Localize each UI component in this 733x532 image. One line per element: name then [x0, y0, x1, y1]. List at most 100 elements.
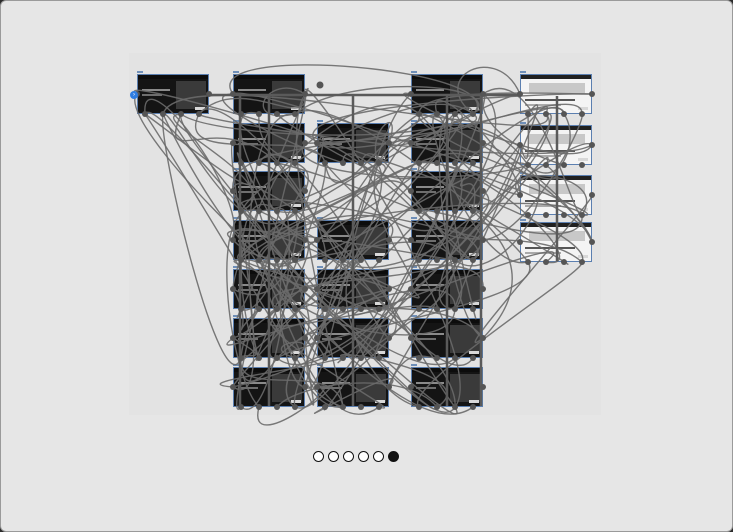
thumbnail-badge: [469, 302, 479, 305]
screen-label-tag: [317, 315, 323, 317]
thumbnail-txt: [142, 89, 170, 91]
thumbnail-ph: [272, 276, 302, 304]
thumbnail-txt: [322, 235, 350, 237]
screen-col4-r3[interactable]: [411, 220, 483, 260]
thumbnail-txt: [238, 382, 266, 384]
screen-col4-r4[interactable]: [411, 269, 483, 309]
screen-label-tag: [317, 217, 323, 219]
screen-label-tag: [520, 172, 526, 174]
screen-detail-a[interactable]: [411, 74, 483, 114]
screen-col2-r3[interactable]: [233, 220, 305, 260]
screen-col2-r1[interactable]: [233, 123, 305, 163]
thumbnail-hdr: [412, 172, 482, 176]
thumbnail-ph: [450, 374, 480, 402]
screen-label-tag: [233, 266, 239, 268]
thumbnail-hdr: [318, 124, 388, 128]
thumbnail-txt2: [416, 289, 436, 291]
thumbnail-txt: [238, 284, 266, 286]
thumbnail-ph: [529, 231, 585, 241]
screen-col3-r4[interactable]: [317, 269, 389, 309]
thumbnail-txt: [525, 200, 575, 202]
pager-dot-4[interactable]: [358, 451, 369, 462]
thumbnail-txt: [525, 247, 575, 249]
screen-label-tag: [317, 120, 323, 122]
screen-col4-r6[interactable]: [411, 367, 483, 407]
screen-col3-r1[interactable]: [317, 123, 389, 163]
pager-dot-6[interactable]: [388, 451, 399, 462]
thumbnail-ph: [176, 81, 206, 109]
thumbnail-hdr: [412, 319, 482, 323]
thumbnail-txt: [238, 89, 266, 91]
thumbnail-badge: [291, 302, 301, 305]
screen-col3-r6[interactable]: [317, 367, 389, 407]
thumbnail-ph: [450, 276, 480, 304]
thumbnail-badge: [578, 107, 588, 110]
thumbnail-txt2: [416, 387, 436, 389]
screen-listing[interactable]: [233, 74, 305, 114]
screen-label-tag: [411, 120, 417, 122]
screen-col3-r5[interactable]: [317, 318, 389, 358]
thumbnail-txt: [416, 138, 444, 140]
screen-home[interactable]: [137, 74, 209, 114]
thumbnail-txt2: [322, 143, 342, 145]
thumbnail-txt2: [238, 387, 258, 389]
thumbnail-ph: [450, 325, 480, 353]
pager-dot-2[interactable]: [328, 451, 339, 462]
thumbnail-badge: [291, 107, 301, 110]
thumbnail-ph: [450, 227, 480, 255]
thumbnail-hdr: [138, 75, 208, 79]
thumbnail-hdr: [234, 124, 304, 128]
screen-label-tag: [233, 315, 239, 317]
thumbnail-txt: [322, 333, 350, 335]
thumbnail-badge: [195, 107, 205, 110]
thumbnail-hdr: [234, 221, 304, 225]
thumbnail-badge: [578, 255, 588, 258]
thumbnail-ph: [529, 184, 585, 194]
screen-col2-r5[interactable]: [233, 318, 305, 358]
screen-col4-r5[interactable]: [411, 318, 483, 358]
pager-dot-3[interactable]: [343, 451, 354, 462]
thumbnail-txt: [416, 382, 444, 384]
screen-col2-r2[interactable]: [233, 171, 305, 211]
thumbnail-hdr: [234, 368, 304, 372]
thumbnail-badge: [469, 204, 479, 207]
screen-article-a[interactable]: [520, 74, 592, 114]
thumbnail-txt2: [238, 240, 258, 242]
thumbnail-hdr: [234, 75, 304, 79]
thumbnail-txt: [416, 186, 444, 188]
thumbnail-txt: [322, 382, 350, 384]
thumbnail-badge: [291, 204, 301, 207]
screen-label-tag: [233, 120, 239, 122]
thumbnail-ph: [272, 130, 302, 158]
thumbnail-txt2: [416, 338, 436, 340]
screen-article-d[interactable]: [520, 222, 592, 262]
thumbnail-txt2: [238, 338, 258, 340]
screen-col3-r3[interactable]: [317, 220, 389, 260]
thumbnail-txt2: [238, 94, 258, 96]
thumbnail-badge: [291, 156, 301, 159]
thumbnail-hdr: [412, 221, 482, 225]
pager-dot-5[interactable]: [373, 451, 384, 462]
thumbnail-badge: [469, 351, 479, 354]
thumbnail-txt2: [416, 191, 436, 193]
thumbnail-badge: [469, 156, 479, 159]
thumbnail-badge: [375, 400, 385, 403]
thumbnail-txt2: [322, 387, 342, 389]
thumbnail-hdr: [318, 270, 388, 274]
thumbnail-ph: [450, 178, 480, 206]
thumbnail-ph: [272, 178, 302, 206]
screen-col4-r1[interactable]: [411, 123, 483, 163]
thumbnail-hdr: [318, 221, 388, 225]
screen-col2-r4[interactable]: [233, 269, 305, 309]
screen-label-tag: [137, 71, 143, 73]
thumbnail-ph: [272, 325, 302, 353]
screen-col4-r2[interactable]: [411, 171, 483, 211]
thumbnail-ph: [356, 325, 386, 353]
screen-article-c[interactable]: [520, 175, 592, 215]
pager-dot-1[interactable]: [313, 451, 324, 462]
thumbnail-txt: [238, 186, 266, 188]
screen-col2-r6[interactable]: [233, 367, 305, 407]
screen-label-tag: [520, 71, 526, 73]
screen-article-b[interactable]: [520, 125, 592, 165]
thumbnail-txt2: [416, 94, 436, 96]
